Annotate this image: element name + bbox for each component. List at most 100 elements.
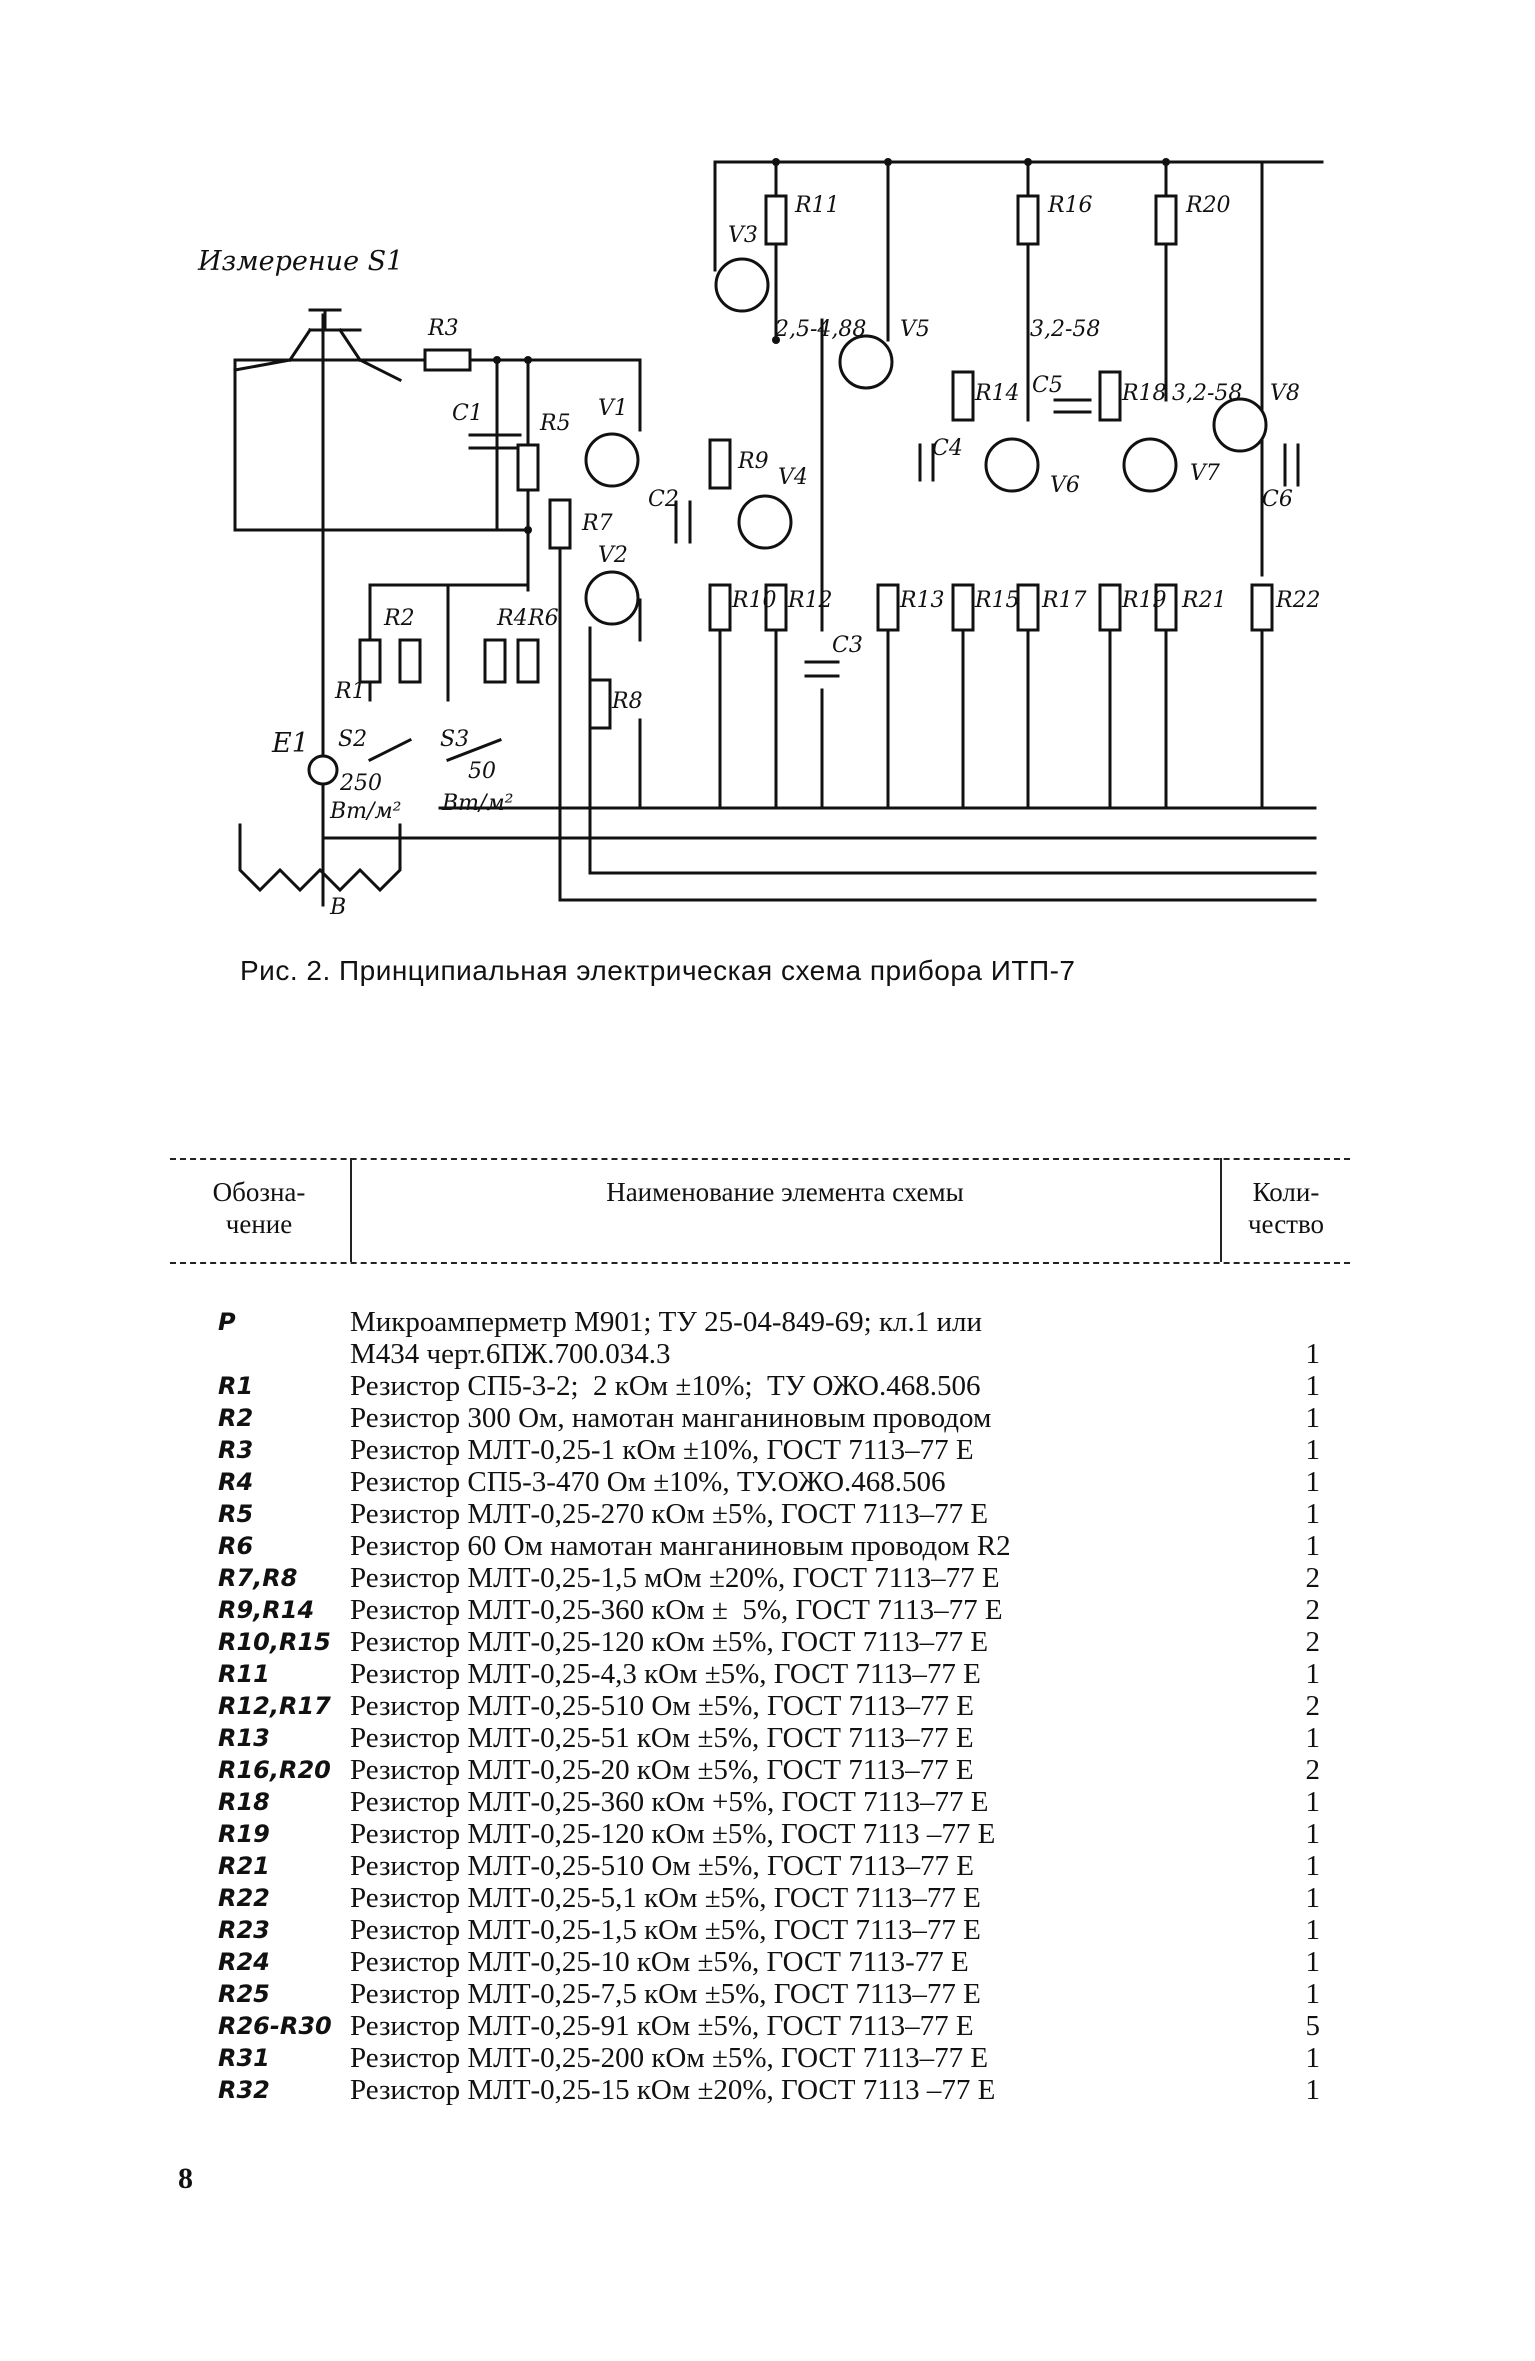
- header-divider-1: [350, 1158, 352, 1262]
- row-name: Резистор МЛТ-0,25-91 кОм ±5%, ГОСТ 7113–…: [350, 2010, 974, 2042]
- row-designation: R5: [218, 1500, 254, 1528]
- label-R10: R10: [731, 588, 777, 613]
- row-name: Резистор МЛТ-0,25-5,1 кОм ±5%, ГОСТ 7113…: [350, 1882, 981, 1914]
- row-quantity: 1: [1305, 1658, 1321, 1690]
- row-quantity: 1: [1305, 1370, 1321, 1402]
- row-name: Резистор МЛТ-0,25-10 кОм ±5%, ГОСТ 7113-…: [350, 1946, 969, 1978]
- row-quantity: 1: [1305, 1338, 1321, 1370]
- row-name: Микроамперметр М901; ТУ 25-04-849-69; кл…: [350, 1306, 983, 1370]
- row-designation: R18: [218, 1788, 270, 1816]
- label-R5: R5: [539, 411, 571, 436]
- row-name: Резистор СП5-3-470 Ом ±10%, ТУ.ОЖО.468.5…: [350, 1466, 946, 1498]
- label-V1: V1: [598, 396, 628, 421]
- label-R2: R2: [383, 606, 415, 631]
- label-C3: C3: [832, 633, 863, 658]
- table-row: R12,R17 Резистор МЛТ-0,25-510 Ом ±5%, ГОС…: [170, 1690, 1350, 1722]
- label-sw-50-unit: Вт/м²: [441, 791, 514, 816]
- row-designation: R25: [218, 1980, 270, 2008]
- label-E1: E1: [271, 728, 309, 759]
- row-quantity: 1: [1305, 1466, 1321, 1498]
- row-quantity: 1: [1305, 1978, 1321, 2010]
- label-S3: S3: [440, 727, 469, 752]
- label-S2: S2: [338, 727, 367, 752]
- row-designation: R21: [218, 1852, 270, 1880]
- row-name: Резистор МЛТ-0,25-510 Ом ±5%, ГОСТ 7113–…: [350, 1690, 974, 1722]
- header-designation: Обозна- чение: [212, 1177, 306, 1239]
- label-R13: R13: [899, 588, 945, 613]
- label-C6: C6: [1262, 487, 1293, 512]
- label-R9: R9: [737, 449, 769, 474]
- label-R8: R8: [611, 689, 643, 714]
- label-R16: R16: [1047, 193, 1093, 218]
- row-designation: R2: [218, 1404, 254, 1432]
- label-C4: C4: [932, 436, 963, 461]
- label-R15: R15: [974, 588, 1020, 613]
- header-quantity: Коли- чество: [1247, 1177, 1325, 1239]
- row-designation: R4: [218, 1468, 254, 1496]
- circuit-schematic: Измерение S1 R3 R11 R16 R20 V3 V5 V8 V1 …: [197, 158, 1324, 920]
- label-V8: V8: [1270, 381, 1300, 406]
- table-row: R13 Резистор МЛТ-0,25-51 кОм ±5%, ГОСТ 71…: [170, 1722, 1350, 1754]
- label-R17: R17: [1041, 588, 1087, 613]
- label-R19: R19: [1121, 588, 1167, 613]
- label-R22: R22: [1275, 588, 1321, 613]
- row-quantity: 1: [1305, 1498, 1321, 1530]
- label-R12: R12: [787, 588, 833, 613]
- row-quantity: 1: [1305, 1434, 1321, 1466]
- label-C5: C5: [1032, 373, 1063, 398]
- row-name: Резистор МЛТ-0,25-1,5 кОм ±5%, ГОСТ 7113…: [350, 1914, 981, 1946]
- row-designation: R10,R15: [218, 1628, 331, 1656]
- label-voltage-3: 3,2-58: [1172, 381, 1242, 406]
- row-quantity: 1: [1305, 2042, 1321, 2074]
- row-quantity: 1: [1305, 1850, 1321, 1882]
- row-name: Резистор МЛТ-0,25-20 кОм ±5%, ГОСТ 7113–…: [350, 1754, 974, 1786]
- table-row: R6 Резистор 60 Ом намотан манганиновым пр…: [170, 1530, 1350, 1562]
- label-R18: R18: [1121, 381, 1167, 406]
- row-quantity: 1: [1305, 1530, 1321, 1562]
- label-R6: R6: [527, 606, 559, 631]
- row-quantity: 1: [1305, 1786, 1321, 1818]
- row-designation: R12,R17: [218, 1692, 331, 1720]
- row-name: Резистор МЛТ-0,25-360 кОм ± 5%, ГОСТ 711…: [350, 1594, 1003, 1626]
- figure-caption: Рис. 2. Принципиальная электрическая схе…: [240, 955, 1076, 986]
- label-voltage-1: 2,5-4,88: [774, 317, 866, 342]
- row-quantity: 2: [1305, 1626, 1321, 1658]
- label-R1: R1: [334, 679, 366, 704]
- label-sw-50: 50: [468, 759, 496, 784]
- row-quantity: 1: [1305, 1946, 1321, 1978]
- components-table: Обозна- чение Наименование элемента схем…: [170, 1158, 1350, 2106]
- table-row: R4 Резистор СП5-3-470 Ом ±10%, ТУ.ОЖО.468…: [170, 1466, 1350, 1498]
- row-quantity: 2: [1305, 1562, 1321, 1594]
- row-quantity: 1: [1305, 1722, 1321, 1754]
- row-name: Резистор МЛТ-0,25-510 Ом ±5%, ГОСТ 7113–…: [350, 1850, 974, 1882]
- row-quantity: 1: [1305, 1882, 1321, 1914]
- row-name: Резистор МЛТ-0,25-360 кОм +5%, ГОСТ 7113…: [350, 1786, 989, 1818]
- label-sw-250-unit: Вт/м²: [329, 799, 402, 824]
- label-B: В: [329, 895, 346, 920]
- row-quantity: 2: [1305, 1594, 1321, 1626]
- row-quantity: 2: [1305, 1690, 1321, 1722]
- row-designation: R6: [218, 1532, 254, 1560]
- label-V6: V6: [1050, 473, 1080, 498]
- schematic-title: Измерение S1: [197, 246, 403, 277]
- row-name: Резистор 60 Ом намотан манганиновым пров…: [350, 1530, 1011, 1562]
- row-name: Резистор МЛТ-0,25-51 кОм ±5%, ГОСТ 7113–…: [350, 1722, 974, 1754]
- row-designation: R13: [218, 1724, 270, 1752]
- row-name: Резистор МЛТ-0,25-7,5 кОм ±5%, ГОСТ 7113…: [350, 1978, 981, 2010]
- row-designation: R7,R8: [218, 1564, 298, 1592]
- label-sw-250: 250: [339, 771, 382, 796]
